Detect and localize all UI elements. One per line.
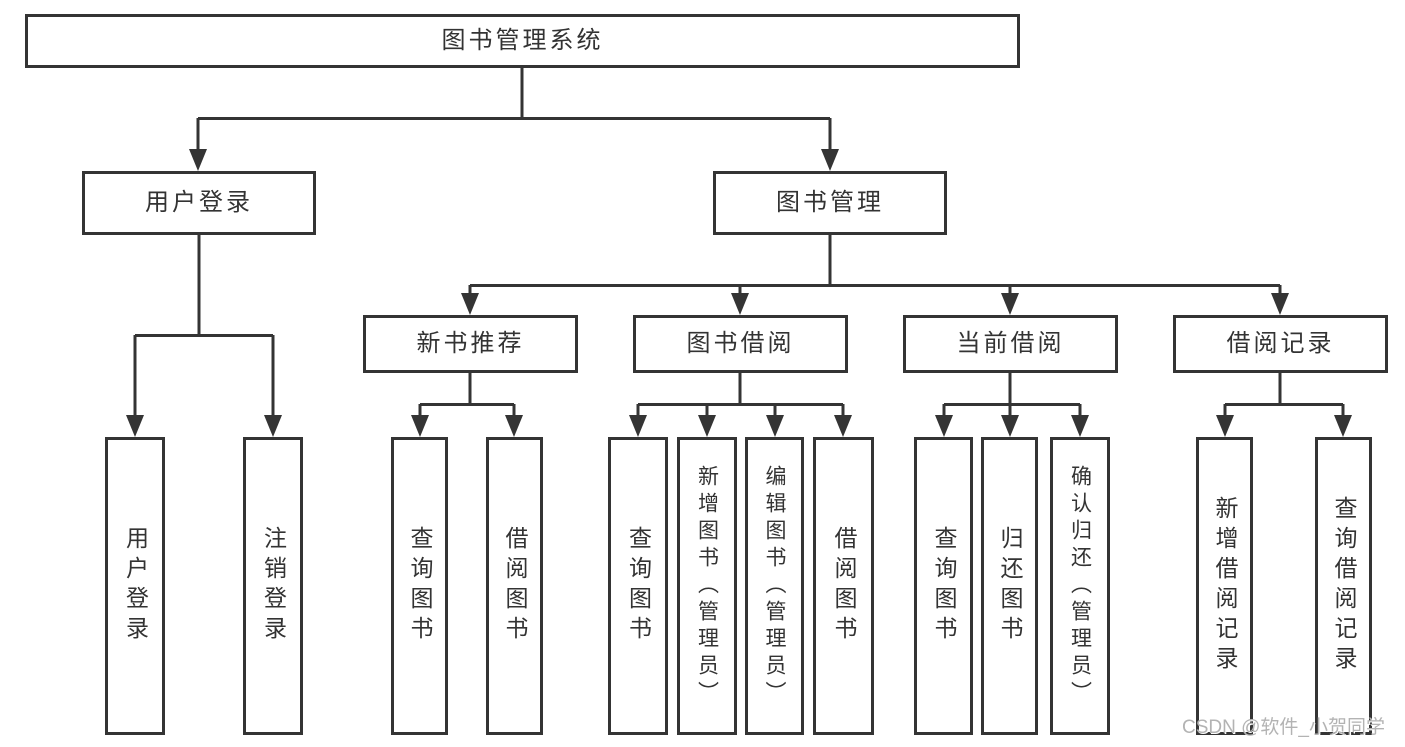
leaf-label: 查询图书	[931, 526, 957, 646]
node-label: 图书管理	[776, 189, 884, 216]
leaf-label: 查询图书	[407, 526, 433, 646]
leaf-label: 借阅图书	[831, 526, 857, 646]
node-current-borrowing: 当前借阅	[903, 315, 1118, 373]
node-library-management-system: 图书管理系统	[25, 14, 1020, 68]
arrowhead	[126, 415, 144, 437]
leaf-query-books-borrowing: 查询图书	[608, 437, 668, 735]
arrowhead	[629, 415, 647, 437]
leaf-add-books-admin: 新增图书（管理员）	[677, 437, 737, 735]
leaf-borrow-books-borrowing: 借阅图书	[813, 437, 874, 735]
node-label: 新书推荐	[416, 330, 525, 357]
leaf-label: 用户登录	[122, 526, 149, 646]
node-label: 当前借阅	[956, 330, 1065, 357]
node-label: 图书管理系统	[441, 27, 604, 54]
leaf-confirm-return-admin: 确认归还（管理员）	[1050, 437, 1110, 735]
csdn-watermark: CSDN @软件_小贺同学	[1182, 717, 1385, 738]
leaf-label: 编辑图书（管理员）	[763, 464, 786, 708]
leaf-edit-books-admin: 编辑图书（管理员）	[745, 437, 804, 735]
leaf-label: 新增图书（管理员）	[695, 464, 719, 708]
arrowhead	[411, 415, 429, 437]
leaf-query-borrow-record: 查询借阅记录	[1315, 437, 1372, 735]
leaf-label: 注销登录	[260, 526, 287, 646]
node-label: 图书借阅	[686, 330, 795, 357]
arrowhead	[698, 415, 716, 437]
arrowhead	[935, 415, 953, 437]
arrowhead	[834, 415, 852, 437]
leaf-return-books: 归还图书	[981, 437, 1038, 735]
arrowhead	[731, 293, 749, 315]
node-label: 用户登录	[145, 189, 253, 216]
leaf-add-borrow-record: 新增借阅记录	[1196, 437, 1253, 735]
leaf-query-books-current: 查询图书	[914, 437, 973, 735]
arrowhead	[505, 415, 523, 437]
node-book-borrowing: 图书借阅	[633, 315, 848, 373]
arrowhead	[1001, 293, 1019, 315]
arrowhead	[1334, 415, 1352, 437]
connector-line-group	[133, 66, 1345, 419]
arrowhead	[1271, 293, 1289, 315]
arrowhead	[461, 293, 479, 315]
leaf-borrow-books-recommend: 借阅图书	[486, 437, 543, 735]
node-new-book-recommend: 新书推荐	[363, 315, 578, 373]
leaf-label: 新增借阅记录	[1212, 496, 1238, 676]
leaf-query-books-recommend: 查询图书	[391, 437, 448, 735]
arrowhead	[264, 415, 282, 437]
leaf-label: 查询借阅记录	[1331, 496, 1357, 676]
leaf-user-login: 用户登录	[105, 437, 165, 735]
node-user-login: 用户登录	[82, 171, 316, 235]
leaf-label: 借阅图书	[502, 526, 528, 646]
arrowhead	[189, 149, 207, 171]
arrowhead	[821, 149, 839, 171]
node-book-management: 图书管理	[713, 171, 947, 235]
arrowhead	[1071, 415, 1089, 437]
leaf-label: 确认归还（管理员）	[1068, 464, 1092, 708]
arrowhead-group	[126, 149, 1352, 437]
leaf-logout: 注销登录	[243, 437, 303, 735]
arrowhead	[1216, 415, 1234, 437]
node-label: 借阅记录	[1226, 330, 1335, 357]
arrowhead	[766, 415, 784, 437]
arrowhead	[1001, 415, 1019, 437]
leaf-label: 归还图书	[997, 526, 1023, 646]
leaf-label: 查询图书	[625, 526, 652, 646]
node-borrowing-records: 借阅记录	[1173, 315, 1388, 373]
